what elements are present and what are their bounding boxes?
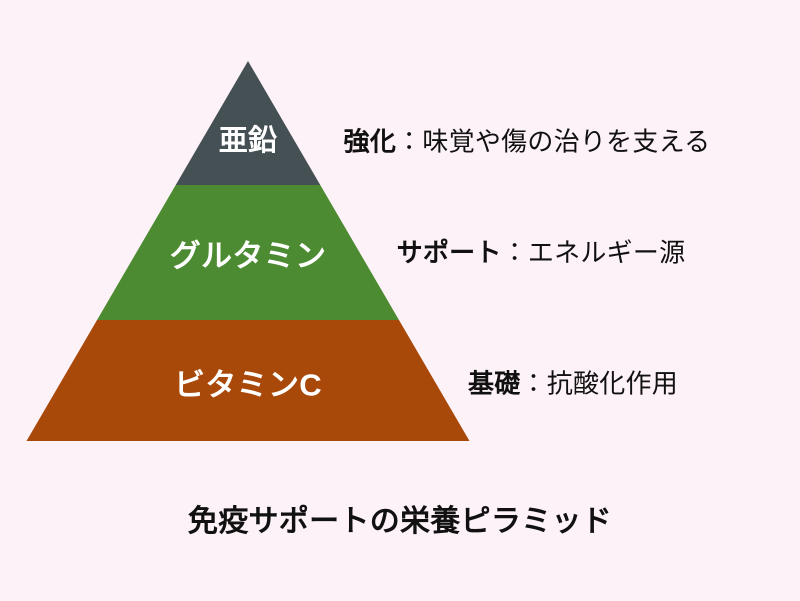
figure-caption: 免疫サポートの栄養ピラミッド — [187, 505, 613, 538]
annotation-lead-top: 強化 — [343, 126, 397, 157]
pyramid-tier-label-top: 亜鉛 — [218, 125, 278, 157]
pyramid-annotation-middle: サポート：エネルギー源 — [397, 233, 686, 270]
annotation-separator-bottom: ： — [520, 368, 547, 399]
annotation-lead-bottom: 基礎 — [467, 368, 521, 399]
annotation-body-bottom: 抗酸化作用 — [546, 368, 679, 399]
pyramid-annotation-bottom: 基礎：抗酸化作用 — [468, 364, 678, 401]
pyramid-annotation-top: 強化：味覚や傷の治りを支える — [344, 122, 711, 159]
annotation-body-top: 味覚や傷の治りを支える — [422, 126, 711, 157]
annotation-body-middle: エネルギー源 — [527, 237, 686, 268]
pyramid-tier-label-middle: グルタミン — [169, 238, 327, 274]
annotation-separator-top: ： — [396, 126, 423, 157]
pyramid-tier-label-bottom: ビタミンC — [174, 367, 322, 403]
annotation-separator-middle: ： — [501, 237, 528, 268]
annotation-lead-middle: サポート — [396, 237, 502, 268]
